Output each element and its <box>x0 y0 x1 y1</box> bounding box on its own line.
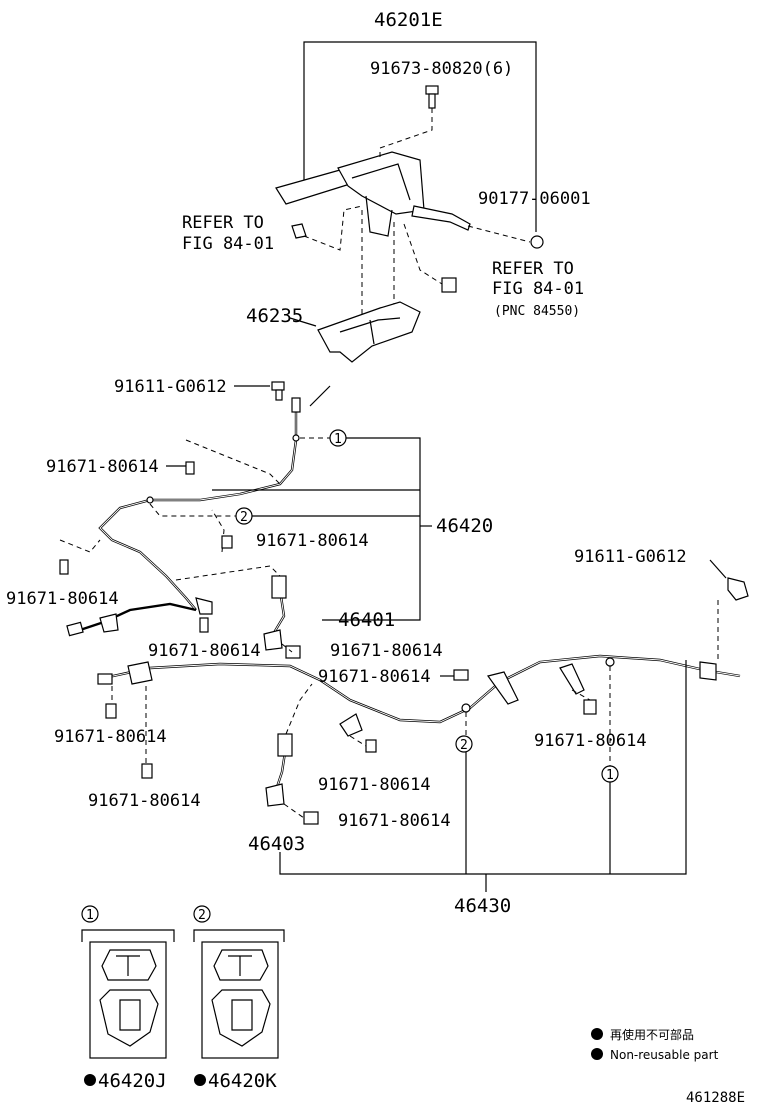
svg-text:1: 1 <box>86 908 94 923</box>
label-46420K[interactable]: 46420K <box>208 1070 277 1092</box>
clamp-1-bottom-icon <box>99 989 159 1047</box>
bracket-46420-outer <box>322 437 421 621</box>
label-bolt-top[interactable]: 91673-80820(6) <box>370 59 513 79</box>
legend-dot-en-icon <box>591 1048 603 1060</box>
label-bolt-80614-h[interactable]: 91671-80614 <box>88 791 201 811</box>
cable-46420-left[interactable] <box>98 404 298 611</box>
cable-46430-group: 2 1 <box>97 559 749 892</box>
bolt-80614-i-icon[interactable] <box>583 699 597 715</box>
label-46201E[interactable]: 46201E <box>374 9 443 31</box>
bolt-80614-j-icon[interactable] <box>365 739 377 753</box>
label-46420[interactable]: 46420 <box>436 515 493 537</box>
bolt-80614-c-icon[interactable] <box>59 559 69 575</box>
refer-right-clip-icon[interactable] <box>441 277 457 293</box>
bolt-80614-d-icon[interactable] <box>199 617 209 633</box>
bolt-80614-g-icon[interactable] <box>105 703 117 719</box>
label-bolt-80614-i[interactable]: 91671-80614 <box>534 731 647 751</box>
non-reusable-dot-1-icon <box>84 1074 96 1086</box>
label-bolt-80614-a[interactable]: 91671-80614 <box>46 457 159 477</box>
label-bolt-80614-f[interactable]: 91671-80614 <box>318 667 431 687</box>
bolt-80614-b-icon[interactable] <box>221 535 233 549</box>
legend-en: Non-reusable part <box>610 1048 719 1062</box>
legend-dot-jp-icon <box>591 1028 603 1040</box>
legend-jp: 再使用不可部品 <box>610 1027 694 1042</box>
figure-code: 461288E <box>686 1090 745 1106</box>
refer-left-line1[interactable]: REFER TO <box>182 213 264 233</box>
cable-46420-end[interactable] <box>79 602 197 632</box>
cable-46430-main[interactable] <box>103 654 741 724</box>
refer-left-line2[interactable]: FIG 84-01 <box>182 234 274 254</box>
label-46403[interactable]: 46403 <box>248 833 305 855</box>
lever-assembly-group <box>275 41 544 363</box>
callout-1-clamp <box>81 905 99 923</box>
callout-2-lower <box>455 735 473 753</box>
clamp-1-top-icon <box>101 949 157 981</box>
bolt-80614-k-icon[interactable] <box>303 811 319 825</box>
refer-right-pnc: (PNC 84550) <box>494 304 580 319</box>
label-bolt-g0612-left[interactable]: 91611-G0612 <box>114 377 227 397</box>
lever-body[interactable] <box>337 151 425 215</box>
refer-right-line1[interactable]: REFER TO <box>492 259 574 279</box>
legend: 再使用不可部品 Non-reusable part <box>591 1027 719 1062</box>
label-bolt-80614-b[interactable]: 91671-80614 <box>256 531 369 551</box>
lever-rod <box>411 205 471 231</box>
non-reusable-dot-2-icon <box>194 1074 206 1086</box>
leader-46201E <box>303 41 537 232</box>
label-46420J[interactable]: 46420J <box>98 1070 167 1092</box>
label-bolt-80614-j[interactable]: 91671-80614 <box>318 775 431 795</box>
bolt-top-icon[interactable] <box>425 85 439 109</box>
label-46401[interactable]: 46401 <box>338 609 395 631</box>
svg-text:1: 1 <box>606 768 614 783</box>
bolt-80614-f-icon[interactable] <box>453 669 469 681</box>
label-bolt-80614-e[interactable]: 91671-80614 <box>330 641 443 661</box>
svg-text:2: 2 <box>460 738 468 753</box>
leader-46235 <box>289 317 317 327</box>
bolt-g0612-left-icon[interactable] <box>271 381 285 401</box>
callout-2-clamp <box>193 905 211 923</box>
lever-grip[interactable] <box>275 169 351 205</box>
label-46430[interactable]: 46430 <box>454 895 511 917</box>
bolt-80614-h-icon[interactable] <box>141 763 153 779</box>
svg-text:2: 2 <box>240 510 248 525</box>
clamp-2-top-icon <box>213 949 269 981</box>
clamp-2-bottom-icon <box>211 989 271 1047</box>
label-bolt-80614-g[interactable]: 91671-80614 <box>54 727 167 747</box>
bolt-g0612-right-icon[interactable] <box>727 577 749 601</box>
nut-icon[interactable] <box>530 235 544 249</box>
refer-left-bolt-icon[interactable] <box>291 223 307 239</box>
bolt-80614-a-icon[interactable] <box>185 461 195 475</box>
svg-text:1: 1 <box>334 432 342 447</box>
clamp-1-group: 1 <box>81 905 175 1059</box>
bracket-46430 <box>279 660 687 875</box>
label-nut-right[interactable]: 90177-06001 <box>478 189 591 209</box>
bracket-46235[interactable] <box>317 301 421 363</box>
bolt-80614-e-icon[interactable] <box>285 645 301 659</box>
label-bolt-80614-c[interactable]: 91671-80614 <box>6 589 119 609</box>
refer-right-line2[interactable]: FIG 84-01 <box>492 279 584 299</box>
label-46235[interactable]: 46235 <box>246 305 303 327</box>
label-bolt-80614-d[interactable]: 91671-80614 <box>148 641 261 661</box>
svg-text:2: 2 <box>198 908 206 923</box>
clamp-2-group: 2 <box>193 905 285 1059</box>
cable-46420-group: 1 2 <box>59 381 432 659</box>
label-bolt-80614-k[interactable]: 91671-80614 <box>338 811 451 831</box>
label-bolt-g0612-right[interactable]: 91611-G0612 <box>574 547 687 567</box>
